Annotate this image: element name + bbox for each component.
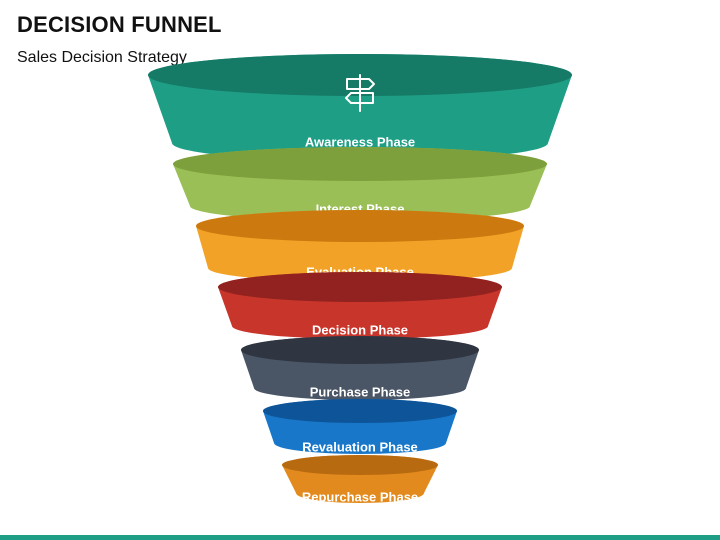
funnel-stage-label: Revaluation Phase: [302, 439, 418, 454]
funnel-stage-top: [218, 272, 502, 302]
funnel-stage-top: [241, 336, 479, 364]
funnel-stage-interest: Interest Phase: [173, 147, 547, 221]
funnel-stage-label: Awareness Phase: [305, 134, 415, 149]
page-title: DECISION FUNNEL: [17, 12, 222, 37]
funnel-stage-repurchase: Repurchase Phase: [282, 455, 438, 504]
funnel-stage-top: [263, 399, 457, 423]
funnel-stage-label: Purchase Phase: [310, 384, 410, 399]
signpost-icon: [345, 74, 375, 112]
funnel-stage-label: Decision Phase: [312, 322, 408, 337]
funnel-stage-revaluation: Revaluation Phase: [263, 399, 457, 454]
funnel-stage-decision: Decision Phase: [218, 272, 502, 339]
funnel-stage-top: [196, 210, 524, 242]
page-subtitle: Sales Decision Strategy: [17, 49, 187, 66]
footer-bar: [0, 535, 720, 540]
funnel-stage-evaluation: Evaluation Phase: [196, 210, 524, 282]
funnel-stage-purchase: Purchase Phase: [241, 336, 479, 400]
funnel-stage-top: [282, 455, 438, 475]
funnel-stage-label: Repurchase Phase: [302, 489, 418, 504]
funnel-stage-top: [173, 147, 547, 181]
